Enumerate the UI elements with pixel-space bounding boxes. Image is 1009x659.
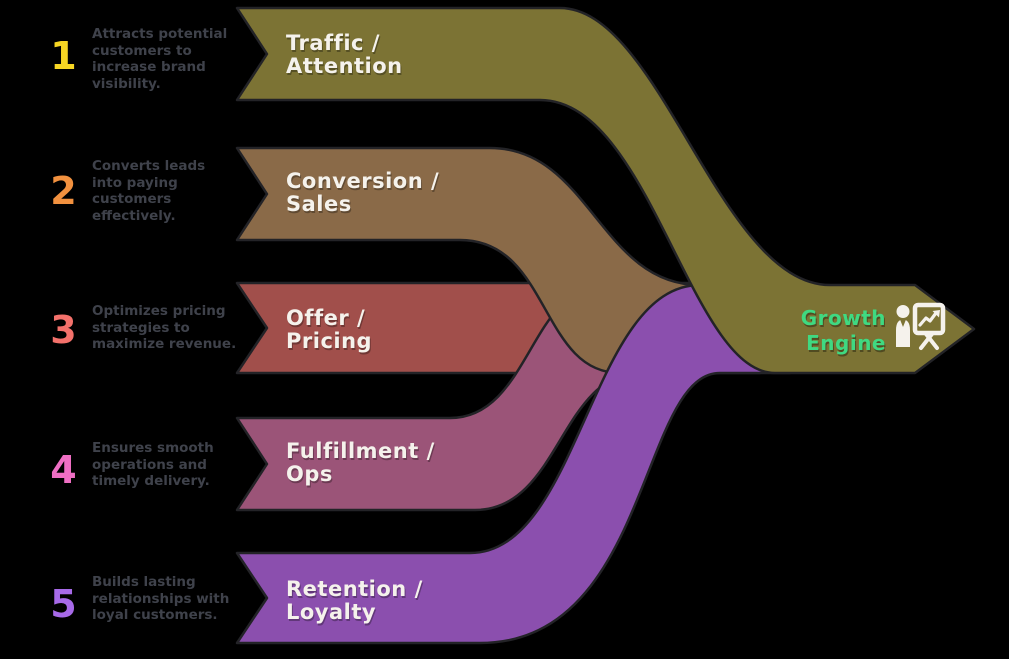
stage-description-2: Converts leads into paying customers eff… [92, 158, 206, 224]
chart-board-frame [912, 302, 946, 336]
stage-number-1: 1 [50, 34, 76, 78]
stage-label-offer-pricing: Offer / Pricing [286, 306, 373, 353]
stage-description-4: Ensures smooth operations and timely del… [92, 440, 214, 489]
stage-label-traffic-attention: Traffic / Attention [286, 31, 403, 78]
trend-arrow-line [918, 311, 938, 327]
presenter-chart-icon [893, 300, 947, 354]
stage-label-retention-loyalty: Retention / Loyalty [286, 577, 423, 624]
stage-label-conversion-sales: Conversion / Sales [286, 169, 440, 216]
stage-number-5: 5 [50, 582, 76, 626]
stage-description-3: Optimizes pricing strategies to maximize… [92, 303, 237, 352]
trend-arrow-head [932, 310, 940, 318]
person-head [896, 305, 910, 318]
person-body [896, 319, 910, 347]
stage-number-3: 3 [50, 308, 76, 352]
growth-engine-label: Growth Engine [800, 306, 886, 355]
ribbon-retention-loyalty [235, 283, 792, 645]
person-tie [900, 319, 906, 327]
stage-description-1: Attracts potential customers to increase… [92, 26, 228, 92]
stage-label-fulfillment-ops: Fulfillment / Ops [286, 439, 435, 486]
easel-legs [919, 332, 939, 350]
stage-number-2: 2 [50, 169, 76, 213]
ribbon-traffic-growth-arrow [235, 6, 976, 375]
stage-description-5: Builds lasting relationships with loyal … [92, 574, 230, 623]
stage-number-4: 4 [50, 448, 76, 492]
